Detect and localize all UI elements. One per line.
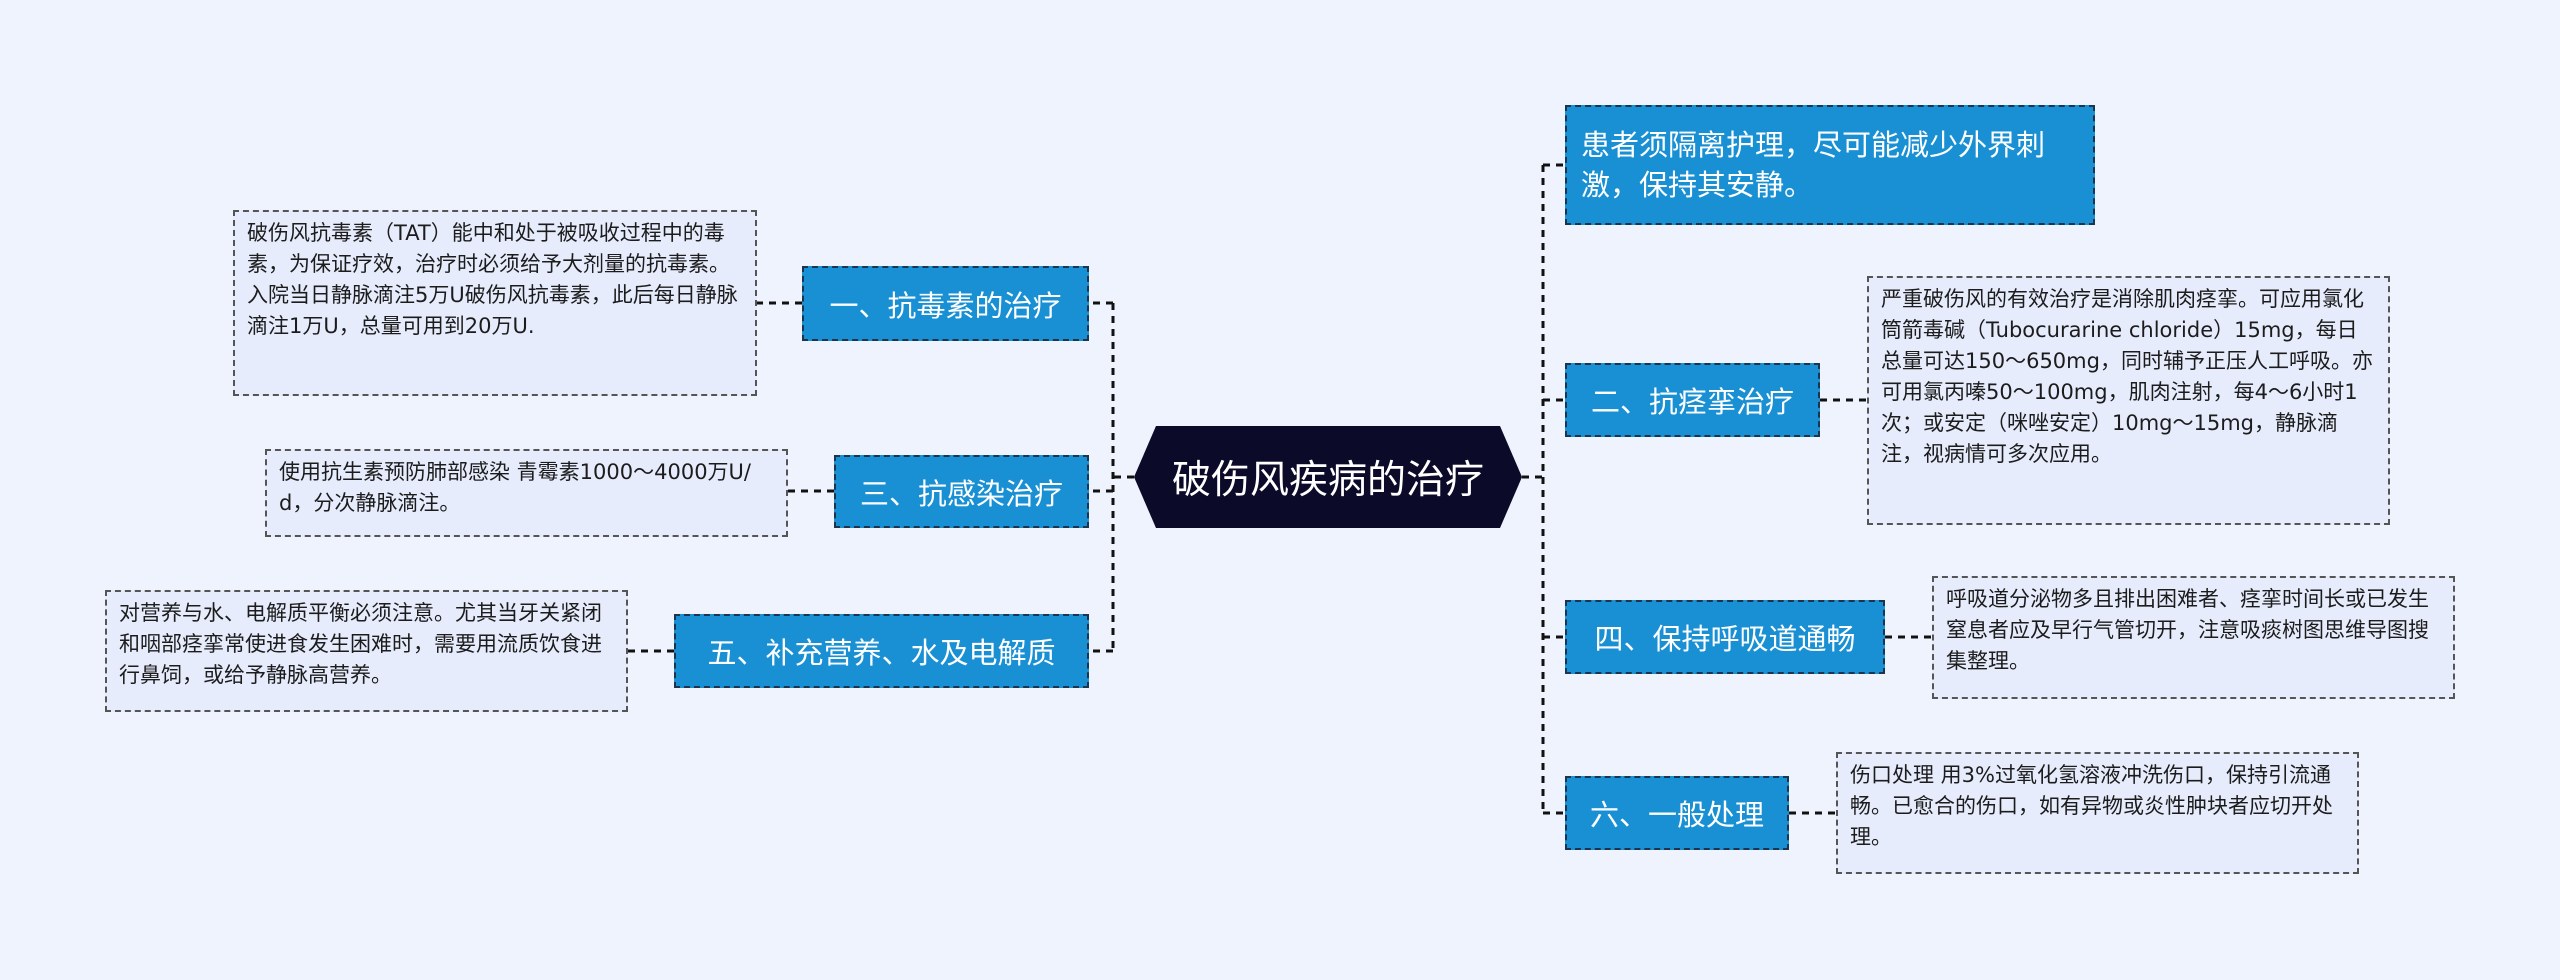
leaf-anti-infection-detail[interactable]: 使用抗生素预防肺部感染 青霉素1000～4000万U/d，分次静脉滴注。 [265, 449, 788, 537]
branch-antitoxin[interactable]: 一、抗毒素的治疗 [802, 266, 1089, 341]
branch-antispasm[interactable]: 二、抗痉挛治疗 [1565, 363, 1820, 437]
leaf-general-care-detail[interactable]: 伤口处理 用3%过氧化氢溶液冲洗伤口，保持引流通畅。已愈合的伤口，如有异物或炎性… [1836, 752, 2359, 874]
branch-anti-infection[interactable]: 三、抗感染治疗 [834, 455, 1089, 528]
branch-isolation-care[interactable]: 患者须隔离护理，尽可能减少外界刺激，保持其安静。 [1565, 105, 2095, 225]
leaf-nutrition-detail[interactable]: 对营养与水、电解质平衡必须注意。尤其当牙关紧闭和咽部痉挛常使进食发生困难时，需要… [105, 590, 628, 712]
central-topic[interactable]: 破伤风疾病的治疗 [1134, 426, 1522, 528]
branch-general-care[interactable]: 六、一般处理 [1565, 776, 1789, 850]
branch-airway[interactable]: 四、保持呼吸道通畅 [1565, 600, 1885, 674]
leaf-antispasm-detail[interactable]: 严重破伤风的有效治疗是消除肌肉痉挛。可应用氯化筒箭毒碱（Tubocurarine… [1867, 276, 2390, 525]
leaf-airway-detail[interactable]: 呼吸道分泌物多且排出困难者、痉挛时间长或已发生窒息者应及早行气管切开，注意吸痰树… [1932, 576, 2455, 699]
branch-nutrition[interactable]: 五、补充营养、水及电解质 [674, 614, 1089, 688]
leaf-antitoxin-detail[interactable]: 破伤风抗毒素（TAT）能中和处于被吸收过程中的毒素，为保证疗效，治疗时必须给予大… [233, 210, 757, 396]
